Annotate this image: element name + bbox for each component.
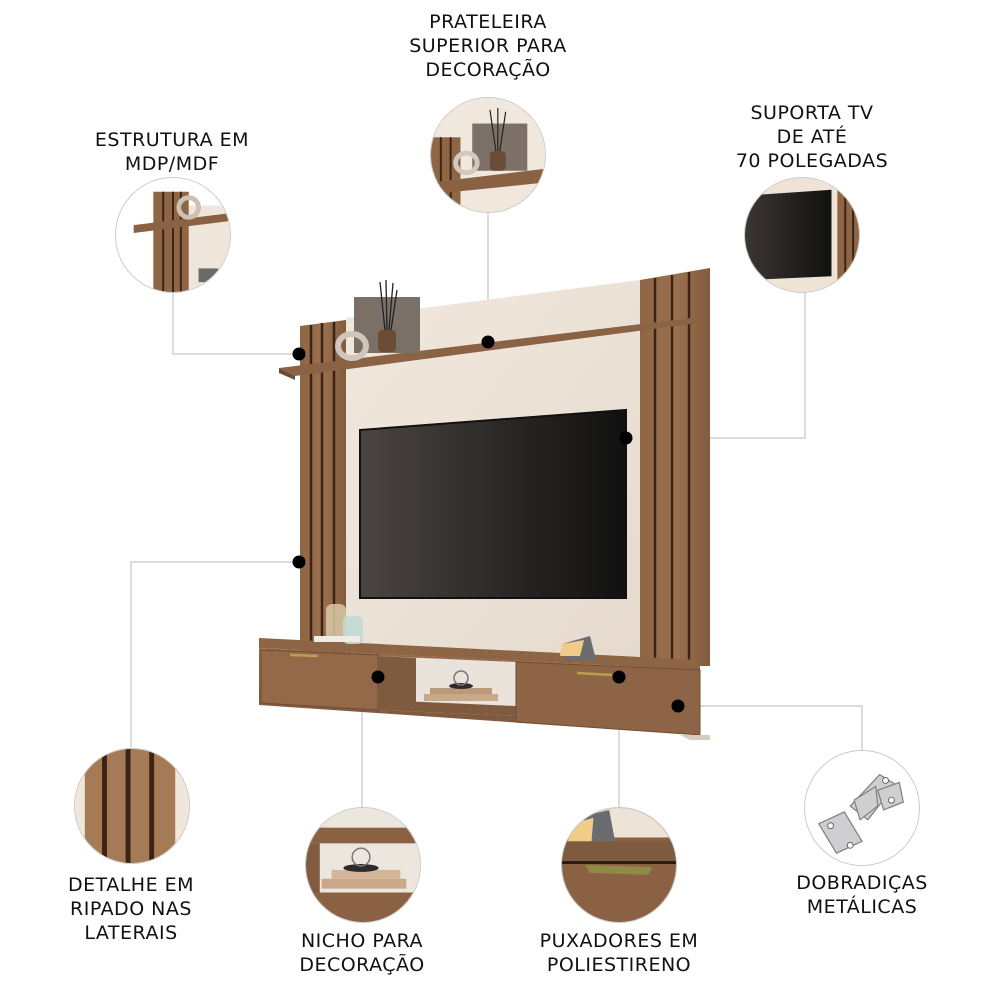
structure-detail-icon	[115, 177, 231, 293]
hotspot-suporta-tv[interactable]	[619, 431, 633, 445]
feature-label-estrutura: ESTRUTURA EM MDP/MDF	[94, 129, 250, 175]
hotspot-dobradicas[interactable]	[671, 699, 685, 713]
hotspot-estrutura[interactable]	[292, 347, 306, 361]
feature-label-suporta-tv: SUPORTA TV DE ATÉ 70 POLEGADAS	[735, 102, 889, 172]
right-slats	[640, 268, 710, 666]
feature-label-puxadores: PUXADORES EM POLIESTIRENO	[539, 930, 699, 976]
hotspot-prateleira[interactable]	[481, 335, 495, 349]
feature-label-nicho: NICHO PARA DECORAÇÃO	[299, 930, 425, 976]
hotspot-puxadores[interactable]	[612, 670, 626, 684]
hinge-detail-icon	[804, 750, 920, 866]
hotspot-ripado[interactable]	[292, 555, 306, 569]
niche-detail-icon	[305, 807, 421, 923]
left-slats	[300, 320, 346, 668]
tv-detail-icon	[744, 177, 860, 293]
slatted-detail-icon	[74, 748, 190, 864]
feature-label-ripado: DETALHE EM RIPADO NAS LATERAIS	[67, 874, 195, 944]
feature-label-dobradicas: DOBRADIÇAS METÁLICAS	[796, 872, 928, 918]
hotspot-nicho[interactable]	[371, 670, 385, 684]
shelf-decor-detail-icon	[430, 97, 546, 213]
feature-label-prateleira: PRATELEIRA SUPERIOR PARA DECORAÇÃO	[409, 11, 567, 81]
handle-detail-icon	[561, 807, 677, 923]
